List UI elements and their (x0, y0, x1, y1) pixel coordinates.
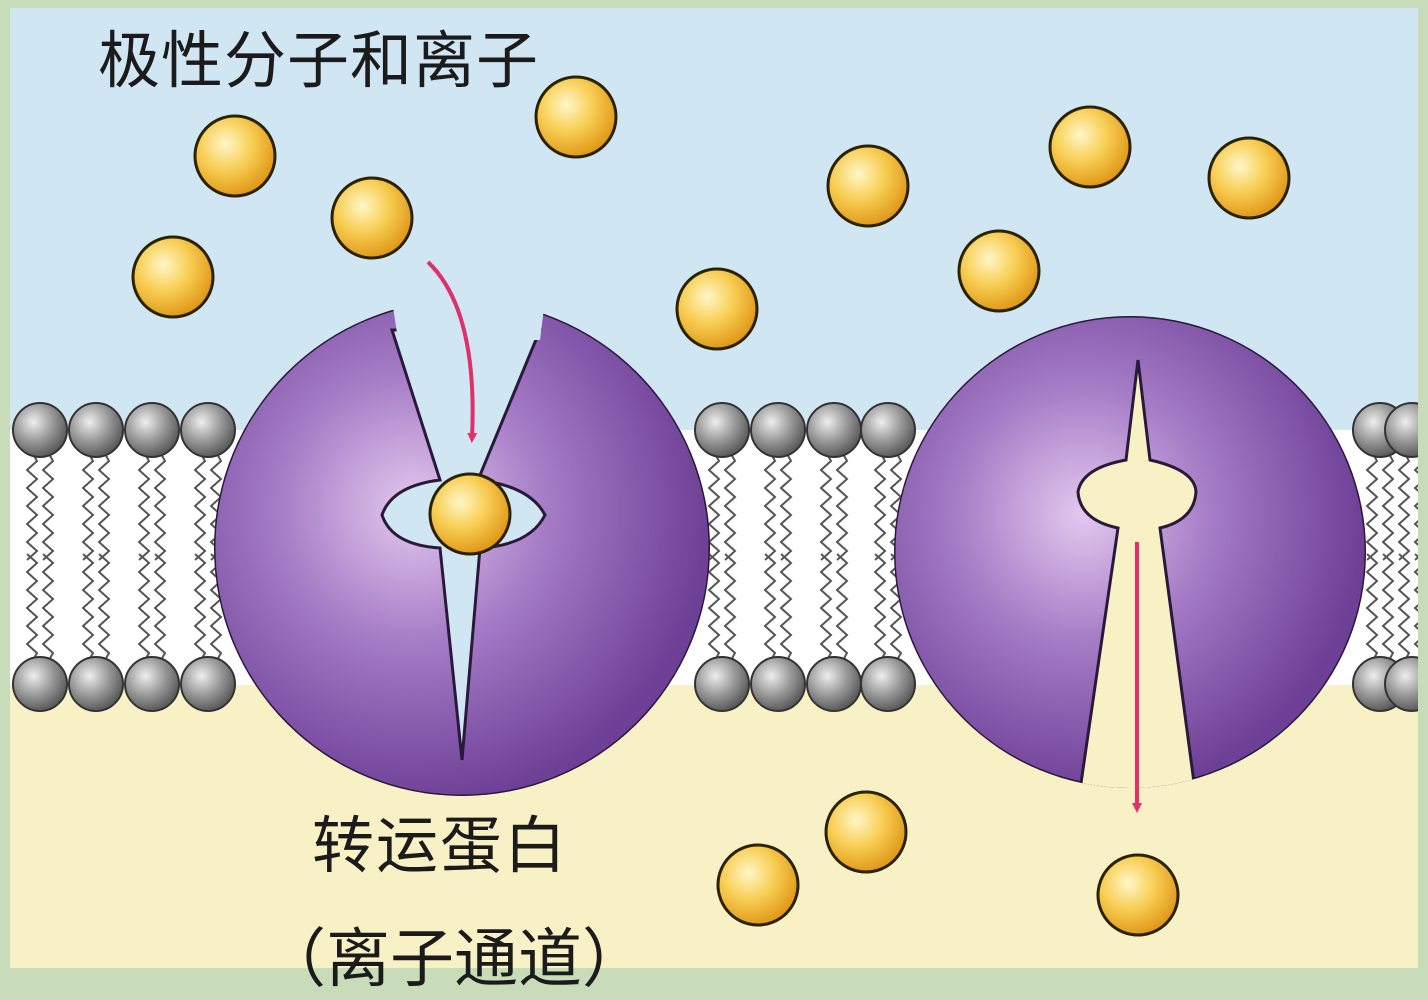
ion (1098, 855, 1178, 935)
ion (133, 237, 213, 317)
lipid-head (861, 657, 915, 711)
lipid-head (695, 403, 749, 457)
polar-molecules-label: 极性分子和离子 (98, 10, 539, 100)
lipid-head (807, 403, 861, 457)
ion (718, 845, 798, 925)
lipid-head (69, 403, 123, 457)
lipid-head (125, 403, 179, 457)
lipid-head (125, 657, 179, 711)
ion (1050, 107, 1130, 187)
ion (1209, 138, 1289, 218)
ion (828, 146, 908, 226)
lipid-head (751, 403, 805, 457)
ion-channel-label: （离子通道） (262, 908, 646, 1000)
lipid-head (861, 403, 915, 457)
ion (536, 77, 616, 157)
ion (332, 178, 412, 258)
lipid-head (181, 657, 235, 711)
lipid-head (181, 403, 235, 457)
lipid-head (695, 657, 749, 711)
ion (677, 269, 757, 349)
lipid-head (13, 403, 67, 457)
lipid-head (807, 657, 861, 711)
transport-protein-right (894, 316, 1366, 790)
transport-protein-label: 转运蛋白 (312, 795, 568, 885)
lipid-head (13, 657, 67, 711)
lipid-head (751, 657, 805, 711)
lipid-head (69, 657, 123, 711)
protein-left-top-gap (392, 300, 545, 340)
ion (826, 792, 906, 872)
ion (195, 116, 275, 196)
ion (959, 231, 1039, 311)
ion (430, 474, 510, 554)
